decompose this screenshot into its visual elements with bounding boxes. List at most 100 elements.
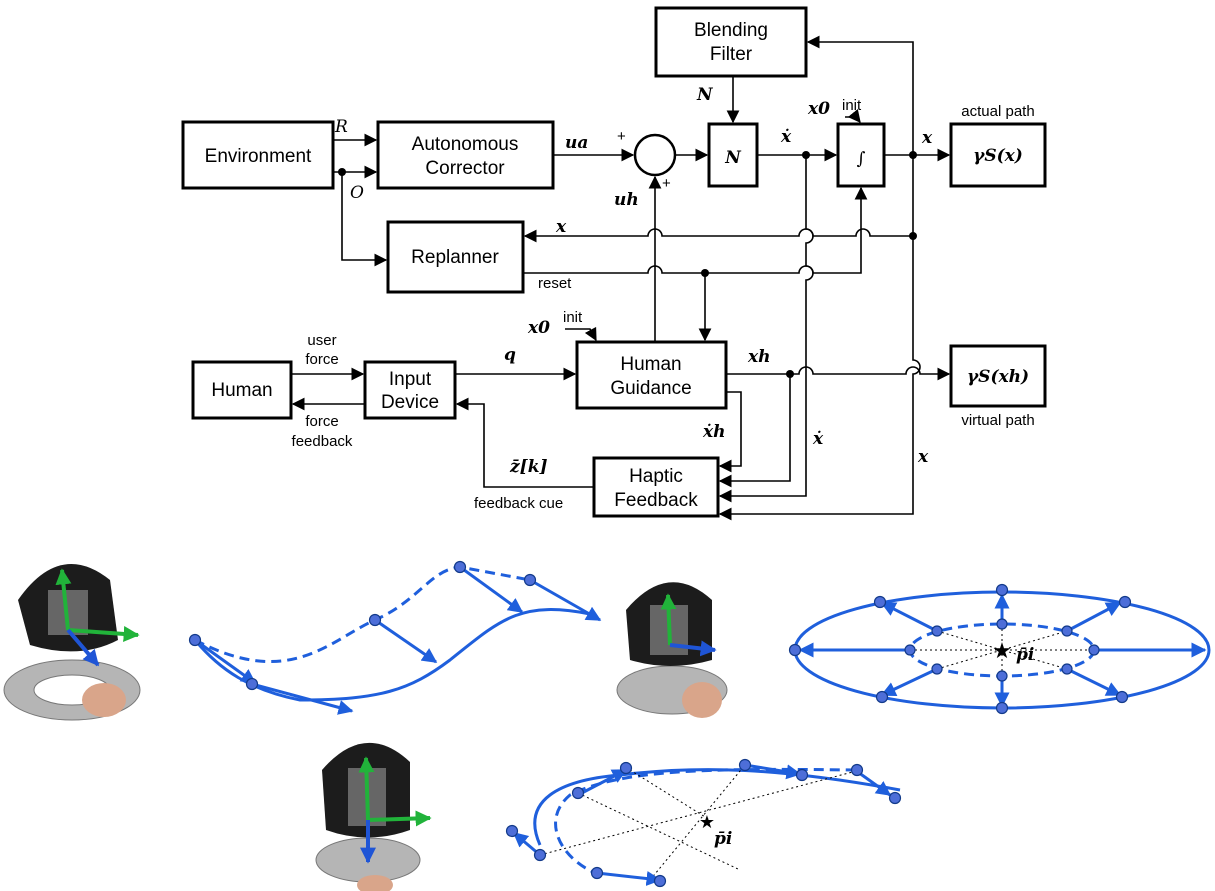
path2-node: [995, 583, 1009, 597]
path-diagram-arc: ★ p̄i: [505, 758, 902, 888]
label-x0-bottom: x0: [527, 318, 550, 338]
label-force: force: [305, 351, 338, 368]
label-init-bottom: init: [563, 309, 583, 326]
label-xh-dot: ẋh: [702, 422, 726, 442]
block-diagram: Blending Filter Environment Autonomous C…: [181, 6, 1047, 521]
path2-node: [931, 625, 943, 637]
path2-node: [1088, 644, 1100, 656]
integrator-block: ∫: [836, 122, 886, 188]
haptic-feedback-label-1: Haptic: [629, 466, 683, 487]
autonomous-corrector-block: Autonomous Corrector: [376, 120, 555, 190]
path3-node: [850, 763, 864, 777]
signal-lines: [291, 35, 951, 521]
label-user: user: [307, 332, 336, 349]
path2-node: [788, 643, 802, 657]
star-marker: ★: [992, 638, 1012, 663]
autonomous-corrector-label-1: Autonomous: [412, 134, 519, 155]
autonomous-corrector-label-2: Corrector: [425, 158, 505, 179]
label-p-mid: p̄i: [1016, 645, 1034, 665]
path2-node: [996, 670, 1008, 682]
path1-node: [368, 613, 382, 627]
path-diagram-ellipse: ★ p̄i: [788, 583, 1211, 715]
blending-filter-block: Blending Filter: [654, 6, 808, 78]
label-x0-top: x0: [807, 99, 830, 119]
label-xdot-top: ẋ: [780, 127, 792, 147]
path3-node: [533, 848, 547, 862]
virtual-path-block: γS(xh): [949, 344, 1047, 408]
path3-node: [795, 768, 809, 782]
human-guidance-label-1: Human: [620, 354, 681, 375]
device-photo-3: [315, 742, 432, 891]
environment-block: Environment: [181, 120, 335, 190]
human-guidance-block: Human Guidance: [575, 340, 728, 410]
path-diagram-wave: [188, 560, 602, 715]
replanner-block: Replanner: [386, 220, 525, 294]
path3-node: [888, 791, 902, 805]
input-device-block: Input Device: [363, 360, 457, 420]
path3-node: [738, 758, 752, 772]
path3-node: [619, 761, 633, 775]
path1-node: [188, 633, 202, 647]
label-feedback-cue: feedback cue: [474, 495, 563, 512]
path2-node: [1061, 663, 1073, 675]
actual-path-label: actual path: [961, 103, 1034, 120]
actual-path-gamma: γS(x): [973, 146, 1023, 166]
path1-node: [523, 573, 537, 587]
path1-node: [245, 677, 259, 691]
label-N-in: N: [696, 85, 714, 105]
input-device-label-2: Device: [381, 392, 439, 413]
plus-a: +: [617, 128, 626, 145]
plus-h: +: [662, 175, 671, 192]
actual-path-block: γS(x): [949, 122, 1047, 188]
n-block: N: [707, 122, 759, 188]
label-p-bottom: p̄i: [714, 829, 732, 849]
label-feedback: feedback: [292, 433, 353, 450]
path3-node: [505, 824, 519, 838]
label-R: R: [334, 117, 348, 137]
device-photo-1: [3, 564, 141, 721]
haptic-feedback-label-2: Feedback: [614, 490, 698, 511]
path2-node: [995, 701, 1009, 715]
replanner-label: Replanner: [411, 247, 499, 268]
label-uh: uh: [614, 190, 639, 210]
path2-node: [873, 595, 887, 609]
label-x-back: x: [555, 217, 567, 237]
label-force-fb: force: [305, 413, 338, 430]
path2-node: [1061, 625, 1073, 637]
human-guidance-label-2: Guidance: [610, 378, 691, 399]
blending-filter-label-2: Filter: [710, 44, 753, 65]
path2-node: [1118, 595, 1132, 609]
human-block: Human: [191, 360, 293, 420]
label-O: O: [350, 183, 364, 203]
path3-node: [653, 874, 667, 888]
environment-label: Environment: [205, 146, 312, 167]
label-x-out: x: [921, 128, 933, 148]
blending-filter-label-1: Blending: [694, 20, 768, 41]
path3-node: [590, 866, 604, 880]
label-q: q: [504, 345, 516, 365]
path2-node: [904, 644, 916, 656]
star-marker-bottom: ★: [699, 812, 715, 832]
path2-node: [1115, 690, 1129, 704]
n-block-label: N: [724, 148, 742, 168]
virtual-path-label: virtual path: [961, 412, 1034, 429]
label-zbar: z̄[k]: [509, 457, 548, 477]
label-init-top: init: [842, 97, 862, 114]
virtual-path-gamma: γS(xh): [967, 367, 1029, 387]
path2-node: [931, 663, 943, 675]
input-device-label-1: Input: [389, 369, 432, 390]
integrator-label: ∫: [857, 149, 866, 169]
label-reset: reset: [538, 275, 572, 292]
human-label: Human: [211, 380, 272, 401]
label-ua: ua: [565, 133, 588, 153]
summing-junction: [633, 133, 677, 177]
path2-node: [875, 690, 889, 704]
path2-node: [996, 618, 1008, 630]
path3-node: [571, 786, 585, 800]
path1-node: [453, 560, 467, 574]
device-photo-2: [616, 582, 728, 718]
label-x-low: x: [917, 447, 929, 467]
haptic-feedback-block: Haptic Feedback: [592, 456, 720, 518]
label-xdot-low: ẋ: [812, 429, 824, 449]
